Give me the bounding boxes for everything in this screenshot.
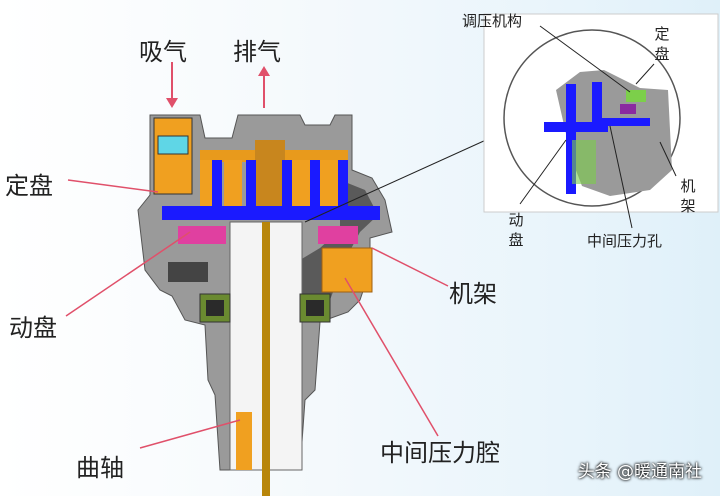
fixed-scroll-vane <box>255 140 285 208</box>
inset-regulator <box>626 90 646 102</box>
inset-intermediate-chamber <box>572 140 596 184</box>
suction-arrow-head <box>166 98 178 108</box>
label-fixed-scroll: 定盘 <box>5 172 53 200</box>
watermark: 头条 @暖通南社 <box>577 462 702 482</box>
fixed-scroll-vane <box>292 160 310 208</box>
inset-leader-fixed <box>635 63 655 85</box>
inset-leader-orbiting <box>519 139 567 205</box>
inset-leader-regulator <box>539 25 631 93</box>
crankshaft-eccentric <box>236 412 252 470</box>
inset-orbiting-base <box>544 122 608 132</box>
inset-pressure-channel <box>602 118 650 126</box>
crankshaft-oil-passage <box>262 222 270 496</box>
bearing-right-inner <box>306 300 324 316</box>
label-discharge: 排气 <box>233 38 281 66</box>
discharge-arrow-head <box>258 66 270 76</box>
inset-orbiting-scroll <box>566 84 576 194</box>
leader-intermediate-chamber <box>344 277 439 437</box>
oldham-ring-right <box>318 226 358 244</box>
orbiting-scroll-base <box>162 206 380 220</box>
inset-label-fixed-scroll: 定盘 <box>654 25 670 63</box>
intermediate-chamber-block <box>321 247 373 293</box>
leader-orbiting-scroll <box>65 231 191 317</box>
inset-label-intermediate-hole: 中间压力孔 <box>587 232 663 250</box>
orbiting-scroll-vane <box>310 160 320 208</box>
inset-label-orbiting-scroll: 动盘 <box>508 211 524 249</box>
leader-frame <box>371 247 449 287</box>
suction-chamber <box>153 117 193 195</box>
orbiting-scroll-vane <box>282 160 292 208</box>
inset-label-frame: 机架 <box>680 177 696 215</box>
label-suction: 吸气 <box>139 38 187 66</box>
inset-leader-frame <box>659 141 677 177</box>
label-intermediate-chamber: 中间压力腔 <box>380 439 500 467</box>
leader-crankshaft <box>139 419 241 449</box>
leader-inset <box>304 129 509 223</box>
inset-fixed-vane <box>592 82 602 130</box>
label-crankshaft: 曲轴 <box>76 454 124 482</box>
orbiting-scroll-vane <box>338 160 348 208</box>
inset-label-regulator: 调压机构 <box>462 12 523 30</box>
fixed-scroll-vane <box>224 160 242 208</box>
label-orbiting-scroll: 动盘 <box>9 314 57 342</box>
leader-fixed-scroll <box>67 179 159 193</box>
oldham-ring-left <box>178 226 226 244</box>
counterweight <box>168 262 208 282</box>
fixed-scroll-vane <box>318 160 340 208</box>
bearing-left-inner <box>206 300 224 316</box>
inset-leader-hole <box>609 125 633 229</box>
label-frame: 机架 <box>449 280 497 308</box>
suction-filter <box>157 135 189 155</box>
orbiting-scroll-vane <box>212 160 222 208</box>
orbiting-scroll-vane <box>246 160 256 208</box>
inset-regulator-seal <box>620 104 636 114</box>
